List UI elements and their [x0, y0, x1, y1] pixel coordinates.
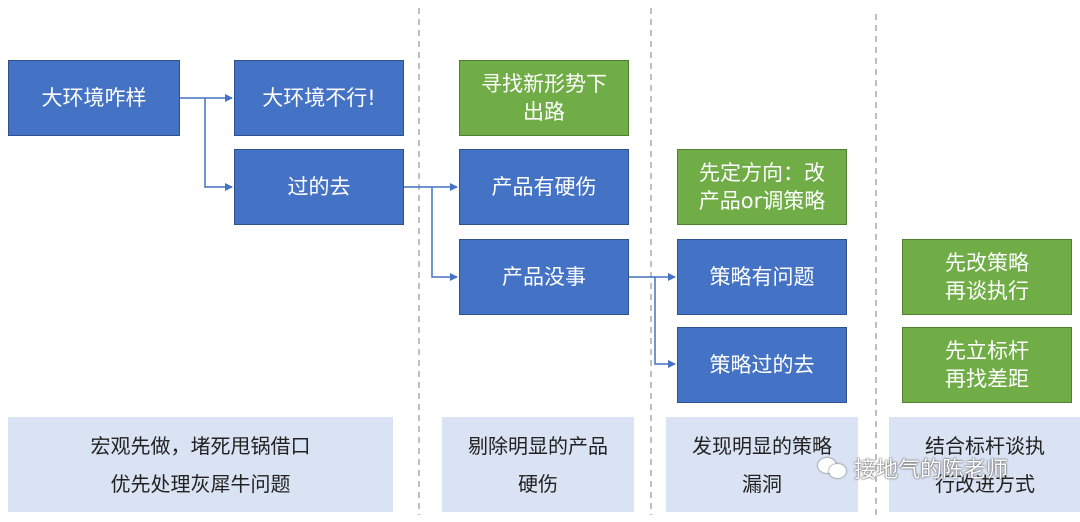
box-macro-how: 大环境咋样 [8, 60, 180, 136]
box-strategy-problem: 策略有问题 [677, 239, 847, 315]
note-col4: 结合标杆谈执 行改进方式 [889, 417, 1080, 512]
connector-macro-how-to-ok [204, 98, 233, 191]
box-product-hard: 产品有硬伤 [459, 149, 629, 225]
box-find-new: 寻找新形势下 出路 [459, 60, 629, 136]
note-col2: 剔除明显的产品 硬伤 [442, 417, 634, 512]
connector-product-ok-to-strategy-ok [654, 277, 676, 368]
box-strategy-ok: 策略过的去 [677, 327, 847, 403]
box-macro-ok: 过的去 [234, 149, 404, 225]
box-macro-bad: 大环境不行! [234, 60, 404, 136]
wechat-icon [818, 456, 848, 480]
box-decide-direction: 先定方向：改 产品or调策略 [677, 149, 847, 225]
box-change-strategy: 先改策略 再谈执行 [902, 239, 1072, 315]
connector-ok-to-product-ok [431, 187, 458, 281]
note-col1: 宏观先做，堵死甩锅借口 优先处理灰犀牛问题 [8, 417, 393, 512]
box-set-benchmark: 先立标杆 再找差距 [902, 327, 1072, 403]
watermark-text: 接地气的陈老师 [854, 458, 1009, 483]
box-product-ok: 产品没事 [459, 239, 629, 315]
watermark: 接地气的陈老师 [818, 452, 1008, 484]
